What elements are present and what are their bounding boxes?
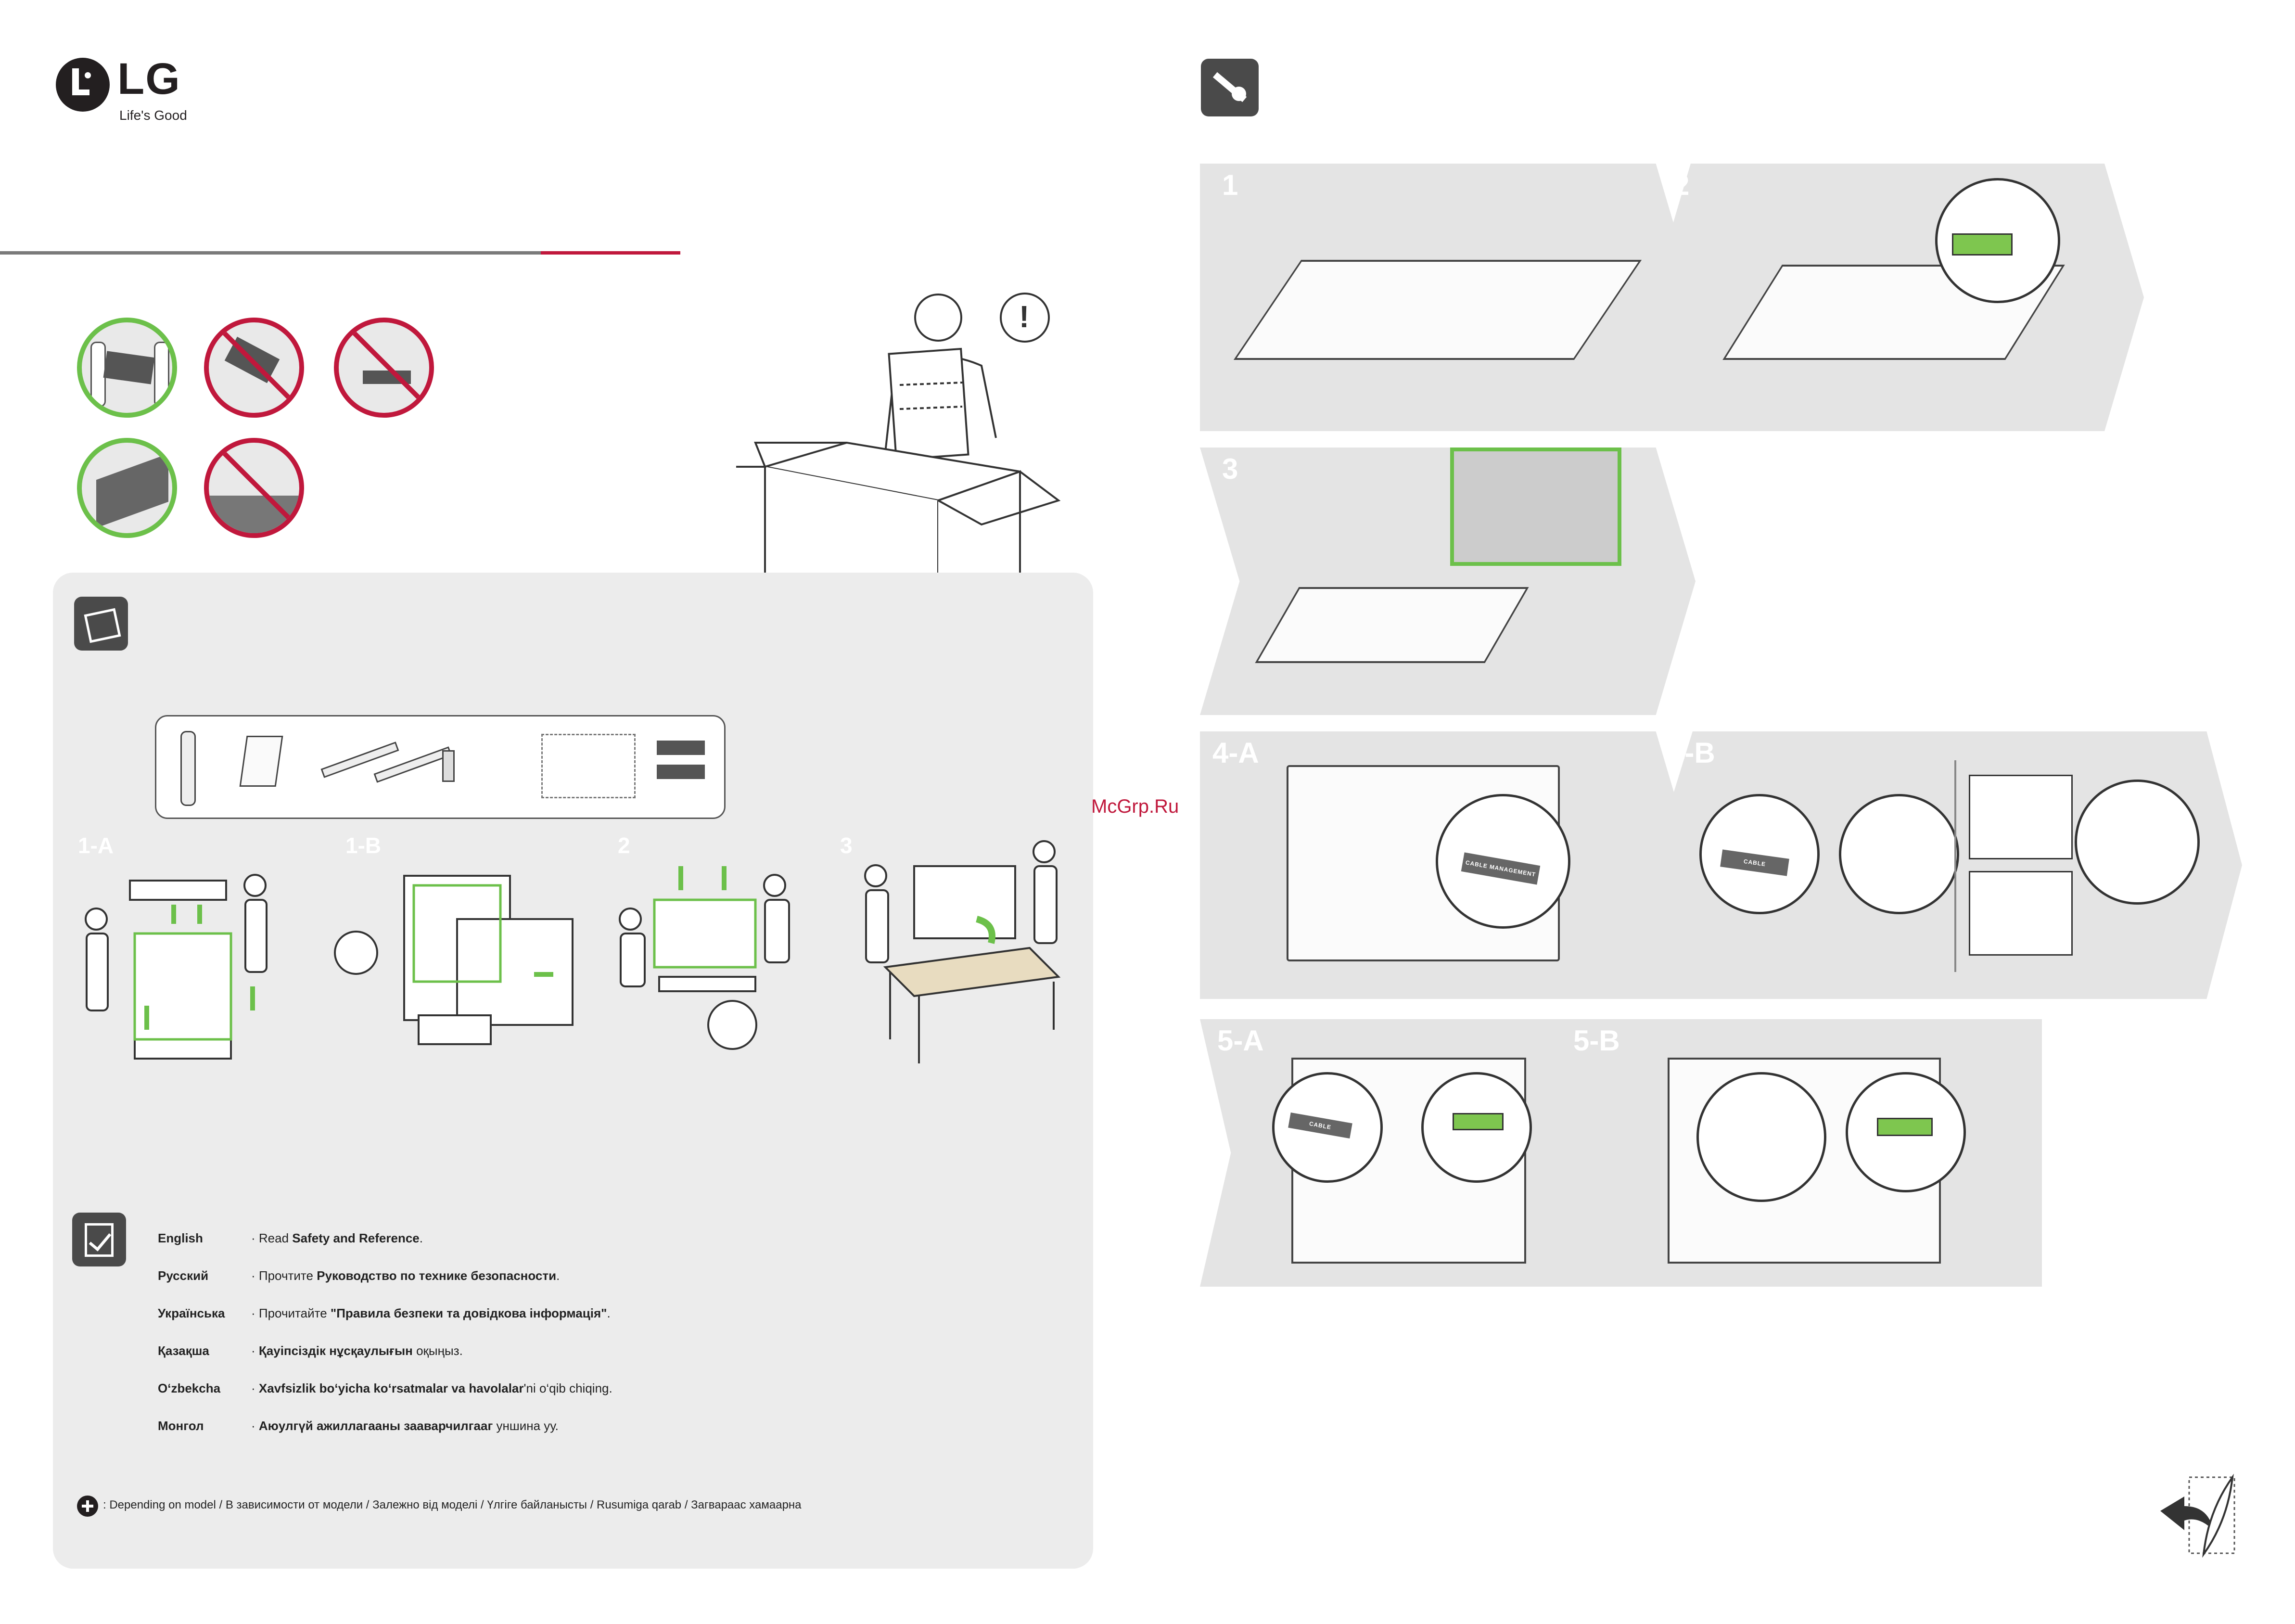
cable-management-tag: CABLE MANAGEMENT [1288, 1112, 1352, 1148]
brand-slogan: Life's Good [119, 108, 187, 123]
cable-management-icon [657, 741, 705, 755]
remote-icon [180, 731, 196, 806]
step-4a-panel: CABLE MANAGEMENT [1200, 731, 1696, 999]
step-5a-panel: CABLE MANAGEMENT [1200, 1019, 1587, 1287]
manual-icon [239, 736, 283, 787]
lock-icon [1969, 775, 2073, 859]
header-rule-gray [0, 251, 541, 255]
step-2-label: 2 [1673, 169, 1690, 201]
step-5a-label: 5-A [1217, 1024, 1264, 1057]
screw-icon [442, 750, 455, 782]
step-1a-label: 1-A [78, 833, 114, 858]
handling-wrong-icon [204, 318, 304, 418]
watermark: McGrp.Ru [1091, 796, 1179, 817]
step-4b-panel: CABLE MANAGEMENT [1651, 731, 2242, 999]
step-3-panel [1200, 448, 1696, 715]
step-2-label: 2 [618, 833, 630, 858]
header-rule-red [541, 251, 680, 255]
step-3-illustration [864, 840, 1061, 1063]
language-name: Русский [158, 1268, 209, 1283]
step-1-label: 1 [1222, 169, 1238, 201]
accessories-bubble [155, 715, 726, 819]
grip-correct-icon [77, 438, 177, 538]
handling-correct-icon [77, 318, 177, 418]
cable-management-tag: CABLE MANAGEMENT [1461, 852, 1541, 885]
step-5b-label: 5-B [1573, 1024, 1620, 1057]
language-name: Українська [158, 1306, 225, 1320]
warning-icon: ! [1019, 299, 1029, 334]
unlock-icon [1969, 871, 2073, 956]
step-4a-label: 4-A [1212, 737, 1259, 769]
lg-logo-icon [56, 58, 110, 112]
language-name: O‘zbekcha [158, 1381, 221, 1395]
unbox-icon [74, 597, 128, 651]
step-4b-label: 4-B [1669, 737, 1715, 769]
handling-wrong-flat-icon [334, 318, 434, 418]
step-1b-illustration [334, 875, 574, 1045]
step-1a-illustration [85, 874, 268, 1060]
cable-holder-zoom-icon [1839, 794, 1959, 914]
page-turn-icon [2160, 1473, 2235, 1558]
cable-management-icon [657, 765, 705, 779]
language-name: Монгол [158, 1419, 204, 1433]
grip-wrong-icon [204, 438, 304, 538]
step-1b-label: 1-B [345, 833, 382, 858]
step-2-panel [1651, 164, 2144, 431]
checklist-icon [72, 1213, 126, 1266]
plus-circle-icon [77, 1496, 98, 1517]
step-1-panel [1200, 164, 1696, 431]
optional-cable-holder-icon [541, 734, 636, 798]
language-name: English [158, 1231, 203, 1245]
cable-management-tag: CABLE MANAGEMENT [1720, 849, 1789, 886]
tools-icon [1201, 59, 1259, 116]
step-2-illustration [619, 866, 790, 1050]
footnote: : Depending on model / В зависимости от … [103, 1498, 802, 1511]
step-3-label: 3 [1222, 453, 1238, 485]
step-3-label: 3 [840, 833, 853, 858]
language-name: Қазақша [158, 1343, 209, 1358]
step-5b-panel [1547, 1019, 2042, 1287]
stand-zoom-icon [1935, 178, 2060, 303]
brand-name: LG [117, 54, 181, 103]
